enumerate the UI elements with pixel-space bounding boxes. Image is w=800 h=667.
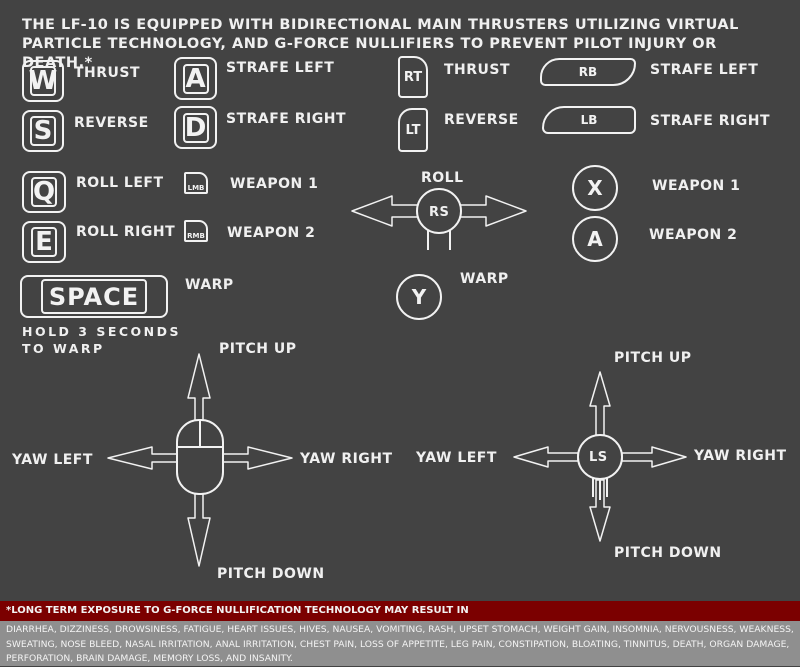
lt-icon-text: LT [405, 122, 421, 138]
mouse-up-arrow [187, 353, 211, 426]
warning-body-text: DIARRHEA, DIZZINESS, DROWSINESS, FATIGUE… [6, 624, 794, 664]
label-roll-left: ROLL LEFT [76, 175, 164, 191]
rmb-icon: RMB [184, 220, 208, 242]
ls-text: LS [589, 450, 608, 465]
key-space-cap: SPACE [40, 279, 148, 314]
label-roll: ROLL [421, 170, 464, 186]
label-roll-right: ROLL RIGHT [76, 224, 176, 240]
ls-right-arrow [621, 446, 687, 468]
label-mouse-yaw-right: YAW RIGHT [300, 451, 393, 467]
rs-text: RS [429, 205, 450, 220]
label-ls-pitch-down: PITCH DOWN [614, 545, 722, 561]
label-strafe-right: STRAFE RIGHT [226, 111, 346, 127]
key-s: S [22, 110, 64, 152]
key-a: A [174, 57, 217, 100]
label-strafe-left: STRAFE LEFT [226, 60, 335, 76]
label-weapon-2: WEAPON 2 [227, 225, 316, 241]
lt-icon: LT [398, 108, 428, 152]
mouse-icon [176, 419, 224, 495]
key-a-cap: A [182, 63, 209, 94]
key-space: SPACE [20, 275, 168, 318]
warp-hint-line1: HOLD 3 SECONDS [22, 324, 182, 339]
mouse-left-arrow [107, 446, 179, 470]
rb-icon-text: RB [578, 65, 598, 79]
label-mouse-pitch-down: PITCH DOWN [217, 566, 325, 582]
warning-bar [0, 601, 800, 621]
rs-stick-icon [416, 188, 462, 250]
label-gp-weapon-1: WEAPON 1 [652, 178, 741, 194]
label-weapon-1: WEAPON 1 [230, 176, 319, 192]
label-gp-thrust: THRUST [444, 62, 511, 78]
label-ls-yaw-left: YAW LEFT [416, 450, 497, 466]
rs-right-arrow [459, 195, 527, 227]
key-d: D [174, 106, 217, 149]
key-e-cap: E [31, 227, 57, 257]
warp-hint-line2: TO WARP [22, 341, 105, 356]
label-gp-strafe-left: STRAFE LEFT [650, 62, 759, 78]
label-mouse-yaw-left: YAW LEFT [12, 452, 93, 468]
key-d-cap: D [182, 112, 209, 143]
lb-icon-text: LB [580, 113, 598, 127]
warning-title: *LONG TERM EXPOSURE TO G-FORCE NULLIFICA… [6, 605, 469, 616]
ls-left-arrow [513, 446, 579, 468]
label-ls-pitch-up: PITCH UP [614, 350, 692, 366]
rs-left-arrow [351, 195, 419, 227]
warning-body-bg [0, 621, 800, 666]
mouse-down-arrow [187, 491, 211, 567]
label-warp-kb: WARP [185, 277, 234, 293]
label-thrust: THRUST [74, 65, 141, 81]
ls-stick-icon [577, 434, 623, 500]
key-w-cap: W [28, 66, 58, 96]
key-e: E [22, 221, 66, 263]
key-w: W [22, 60, 64, 102]
ls-up-arrow [589, 371, 611, 438]
warp-hint: HOLD 3 SECONDS TO WARP [22, 323, 181, 357]
key-q: Q [22, 171, 66, 213]
x-button-icon: X [572, 165, 618, 211]
rt-icon: RT [398, 56, 428, 98]
label-gp-strafe-right: STRAFE RIGHT [650, 113, 770, 129]
rmb-icon-text: RMB [187, 232, 205, 240]
x-button-text: X [587, 176, 603, 200]
y-button-icon: Y [396, 274, 442, 320]
label-reverse: REVERSE [74, 115, 149, 131]
label-ls-yaw-right: YAW RIGHT [694, 448, 787, 464]
a-button-icon: A [572, 216, 618, 262]
mouse-right-arrow [221, 446, 293, 470]
lb-icon: LB [542, 106, 636, 134]
rt-icon-text: RT [403, 69, 423, 85]
lmb-icon-text: LMB [187, 184, 205, 192]
label-gp-warp: WARP [460, 271, 509, 287]
label-gp-weapon-2: WEAPON 2 [649, 227, 738, 243]
a-button-text: A [587, 227, 603, 251]
label-gp-reverse: REVERSE [444, 112, 519, 128]
y-button-text: Y [411, 285, 427, 309]
lmb-icon: LMB [184, 172, 208, 194]
label-mouse-pitch-up: PITCH UP [219, 341, 297, 357]
key-q-cap: Q [31, 177, 57, 207]
key-s-cap: S [30, 116, 56, 146]
